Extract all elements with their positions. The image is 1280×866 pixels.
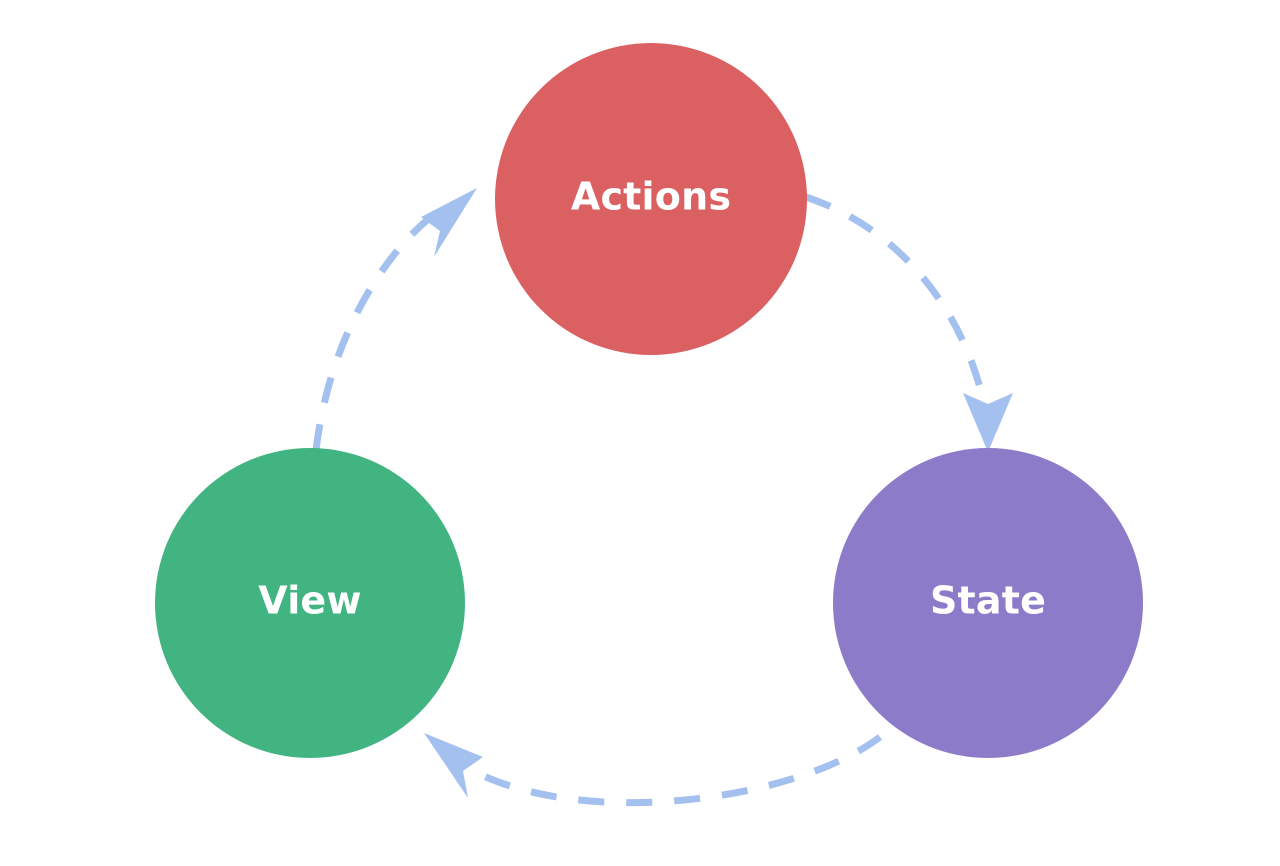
edge-state-to-view-arrowhead — [424, 733, 483, 798]
edge-view-to-actions — [312, 188, 477, 451]
node-state-label: State — [930, 579, 1046, 623]
edge-actions-to-state-arc — [804, 193, 992, 426]
node-view[interactable]: View — [155, 448, 465, 758]
edge-actions-to-state — [804, 193, 1013, 452]
edge-state-to-view-arc — [453, 734, 883, 807]
node-view-circle[interactable] — [155, 448, 465, 758]
node-state[interactable]: State — [833, 448, 1143, 758]
edge-state-to-view — [424, 733, 883, 807]
node-actions-circle[interactable] — [495, 43, 807, 355]
edge-view-to-actions-arc — [312, 202, 449, 451]
node-actions-label: Actions — [571, 175, 731, 219]
edge-actions-to-state-arrowhead — [963, 393, 1013, 452]
node-view-label: View — [258, 579, 361, 623]
node-actions[interactable]: Actions — [495, 43, 807, 355]
node-state-circle[interactable] — [833, 448, 1143, 758]
edge-view-to-actions-arrowhead — [421, 188, 477, 257]
